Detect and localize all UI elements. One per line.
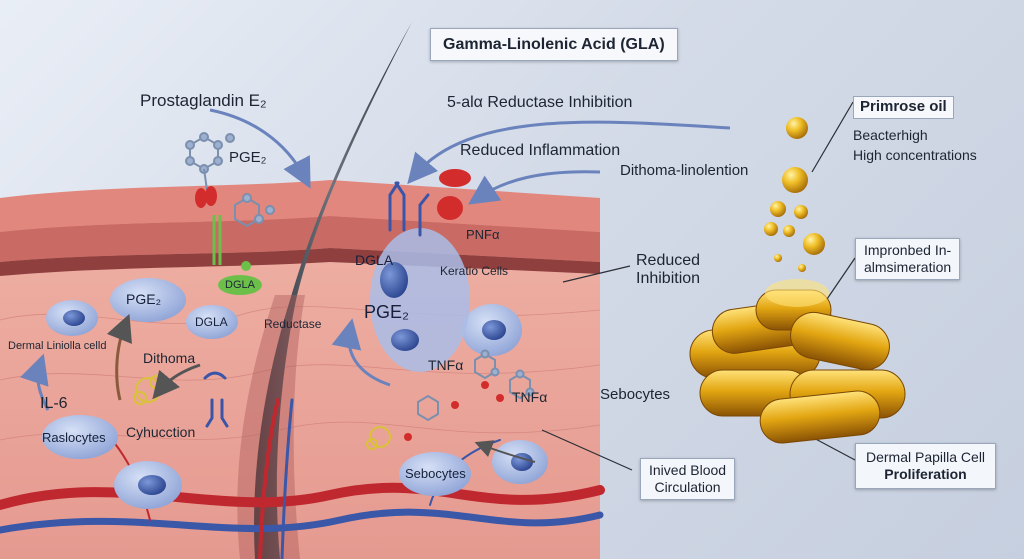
- reductase-inhibition-label: 5-alα Reductase Inhibition: [447, 94, 633, 111]
- pge2-cell-left-label: PGE₂: [126, 291, 161, 307]
- reductase-label: Reductase: [264, 317, 322, 331]
- improved-box: Impronbed In- almsimeration: [855, 238, 961, 280]
- inived-blood-box: Inived Blood Circulation: [640, 458, 736, 500]
- reduced-inflammation-label: Reduced Inflammation: [460, 142, 621, 159]
- tnf-label-2: TNFα: [512, 389, 548, 405]
- pnf-label: PNFα: [466, 227, 500, 242]
- raslocytes-label: Raslocytes: [42, 430, 106, 445]
- dithoma-small-label: Dithoma: [143, 350, 196, 366]
- page-title: Gamma-Linolenic Acid (GLA): [430, 28, 678, 62]
- dgla-cell-label: DGLA: [355, 252, 394, 268]
- primrose-line2: High concentrations: [853, 147, 977, 163]
- pge2-molecule-label: PGE₂: [229, 149, 267, 166]
- primrose-line1: Beacterhigh: [853, 127, 928, 143]
- primrose-title: Primrose oil: [853, 96, 954, 119]
- pge2-cell-big-label: PGE₂: [364, 302, 409, 322]
- dermal-papilla-line1: Dermal Papilla Cell: [866, 449, 986, 465]
- dgla-green-label: DGLA: [225, 279, 255, 291]
- tnf-label-1: TNFα: [428, 357, 464, 373]
- prostaglandin-label: Prostaglandin E₂: [140, 91, 267, 110]
- il6-label: IL-6: [40, 395, 68, 412]
- dermal-label: Dermal Liniolla celld: [8, 340, 107, 352]
- cyhucction-label: Cyhucction: [126, 424, 196, 440]
- dithoma-linolention-label: Dithoma-linolention: [620, 162, 749, 179]
- dermal-papilla-box: Dermal Papilla Cell Proliferation: [855, 443, 997, 489]
- dgla-cell-left-label: DGLA: [195, 315, 228, 329]
- keratio-cells-label: Keratio Cells: [440, 264, 509, 278]
- reduced-inhibition-label: Reduced Inhibition: [636, 252, 701, 287]
- dermal-papilla-line2: Proliferation: [884, 465, 967, 482]
- sebocytes-cell-label: Sebocytes: [405, 466, 466, 481]
- sebocytes-right-label: Sebocytes: [600, 386, 671, 403]
